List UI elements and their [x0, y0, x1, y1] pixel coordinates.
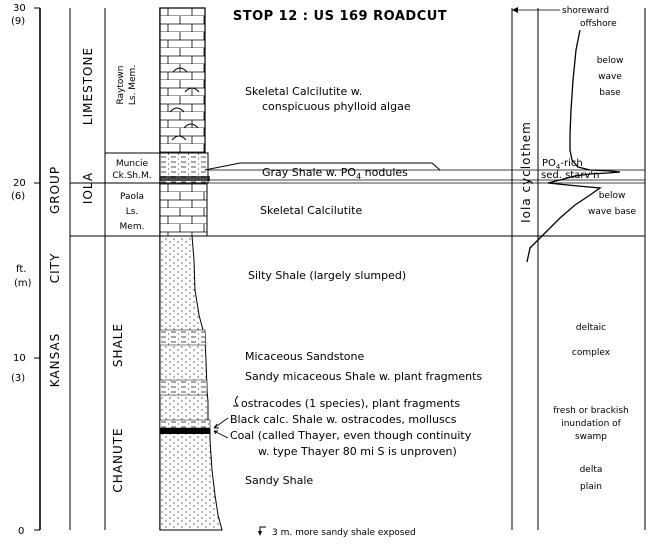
group-label: GROUP	[48, 166, 62, 214]
environment-column: shoreward offshore Iola cyclothem below …	[512, 6, 636, 492]
desc-silty-shale: Silty Shale (largely slumped)	[248, 269, 406, 282]
iola-label: IOLA	[81, 172, 95, 204]
city-label: CITY	[48, 253, 62, 284]
delta-plain-label-1: delta	[580, 465, 603, 475]
diagram-title: STOP 12 : US 169 ROADCUT	[233, 9, 447, 24]
kansas-label: KANSAS	[48, 333, 62, 388]
bwb1-label-2: wave	[598, 72, 622, 82]
muncie-label-2: Ck.Sh.M.	[112, 171, 151, 181]
desc-sandy-shale: Sandy Shale	[245, 474, 313, 487]
scale-label-6m: (6)	[11, 191, 25, 202]
bwb2-label-2: wave base	[588, 207, 637, 217]
desc-raytown-2: conspicuous phylloid algae	[262, 100, 411, 113]
scale-label-3m: (3)	[11, 373, 25, 384]
desc-more-exposed: 3 m. more sandy shale exposed	[272, 528, 416, 538]
paola-label-2: Ls.	[126, 207, 139, 217]
scale-label-0: 0	[18, 526, 24, 537]
fresh-brackish-label-3: swamp	[575, 432, 607, 442]
bwb1-label-3: base	[599, 88, 621, 98]
shale-label: SHALE	[111, 323, 125, 367]
desc-coal-1: Coal (called Thayer, even though continu…	[230, 429, 472, 442]
raytown-label-2: Ls. Mem.	[128, 65, 138, 105]
group-names: KANSAS CITY GROUP IOLA LIMESTONE CHANUTE…	[48, 47, 125, 493]
sed-starv-label: sed. starv'n	[541, 170, 599, 181]
lithologic-column	[159, 7, 223, 531]
desc-gray-shale: Gray Shale w. PO4 nodules	[262, 166, 408, 181]
desc-micaceous-sandstone: Micaceous Sandstone	[245, 350, 365, 363]
desc-ostracodes: ostracodes (1 species), plant fragments	[241, 397, 460, 410]
raytown-label-1: Raytown	[116, 66, 126, 105]
fresh-brackish-label-1: fresh or brackish	[553, 406, 629, 416]
desc-raytown-1: Skeletal Calcilutite w.	[245, 85, 362, 98]
limestone-label: LIMESTONE	[81, 47, 95, 125]
scale-unit-m: (m)	[14, 278, 32, 289]
scale-label-9m: (9)	[11, 16, 25, 27]
lithology-descriptions: Skeletal Calcilutite w. conspicuous phyl…	[204, 85, 482, 538]
delta-plain-label-2: plain	[580, 482, 602, 492]
po4-rich-label: PO4-rich	[542, 158, 583, 171]
paola-label-1: Paola	[120, 192, 144, 202]
fresh-brackish-label-2: inundation of	[561, 419, 621, 429]
cyclothem-label: Iola cyclothem	[519, 121, 533, 223]
chanute-label: CHANUTE	[111, 427, 125, 492]
bwb2-label-1: below	[599, 191, 626, 201]
scale-label-30: 30	[13, 3, 26, 14]
desc-black-calc: Black calc. Shale w. ostracodes, mollusc…	[230, 413, 457, 426]
muncie-label-1: Muncie	[116, 159, 149, 169]
scale-label-10: 10	[13, 353, 26, 364]
desc-sandy-micaceous-shale: Sandy micaceous Shale w. plant fragments	[245, 370, 482, 383]
offshore-label: offshore	[580, 19, 617, 29]
scale-unit-ft: ft.	[16, 264, 26, 275]
complex-label: complex	[572, 348, 611, 358]
desc-paola: Skeletal Calcilutite	[260, 204, 362, 217]
column-frame	[39, 8, 646, 530]
deltaic-label: deltaic	[576, 323, 606, 333]
paola-label-3: Mem.	[120, 222, 145, 232]
member-names: Raytown Ls. Mem. Muncie Ck.Sh.M. Paola L…	[112, 65, 151, 232]
scale-label-20: 20	[13, 178, 26, 189]
desc-coal-2: w. type Thayer 80 mi S is unproven)	[258, 445, 457, 458]
bwb1-label-1: below	[597, 56, 624, 66]
depth-scale: 30 (9) 20 (6) 10 (3) 0 ft. (m)	[11, 3, 40, 537]
shoreward-label: shoreward	[562, 6, 609, 16]
